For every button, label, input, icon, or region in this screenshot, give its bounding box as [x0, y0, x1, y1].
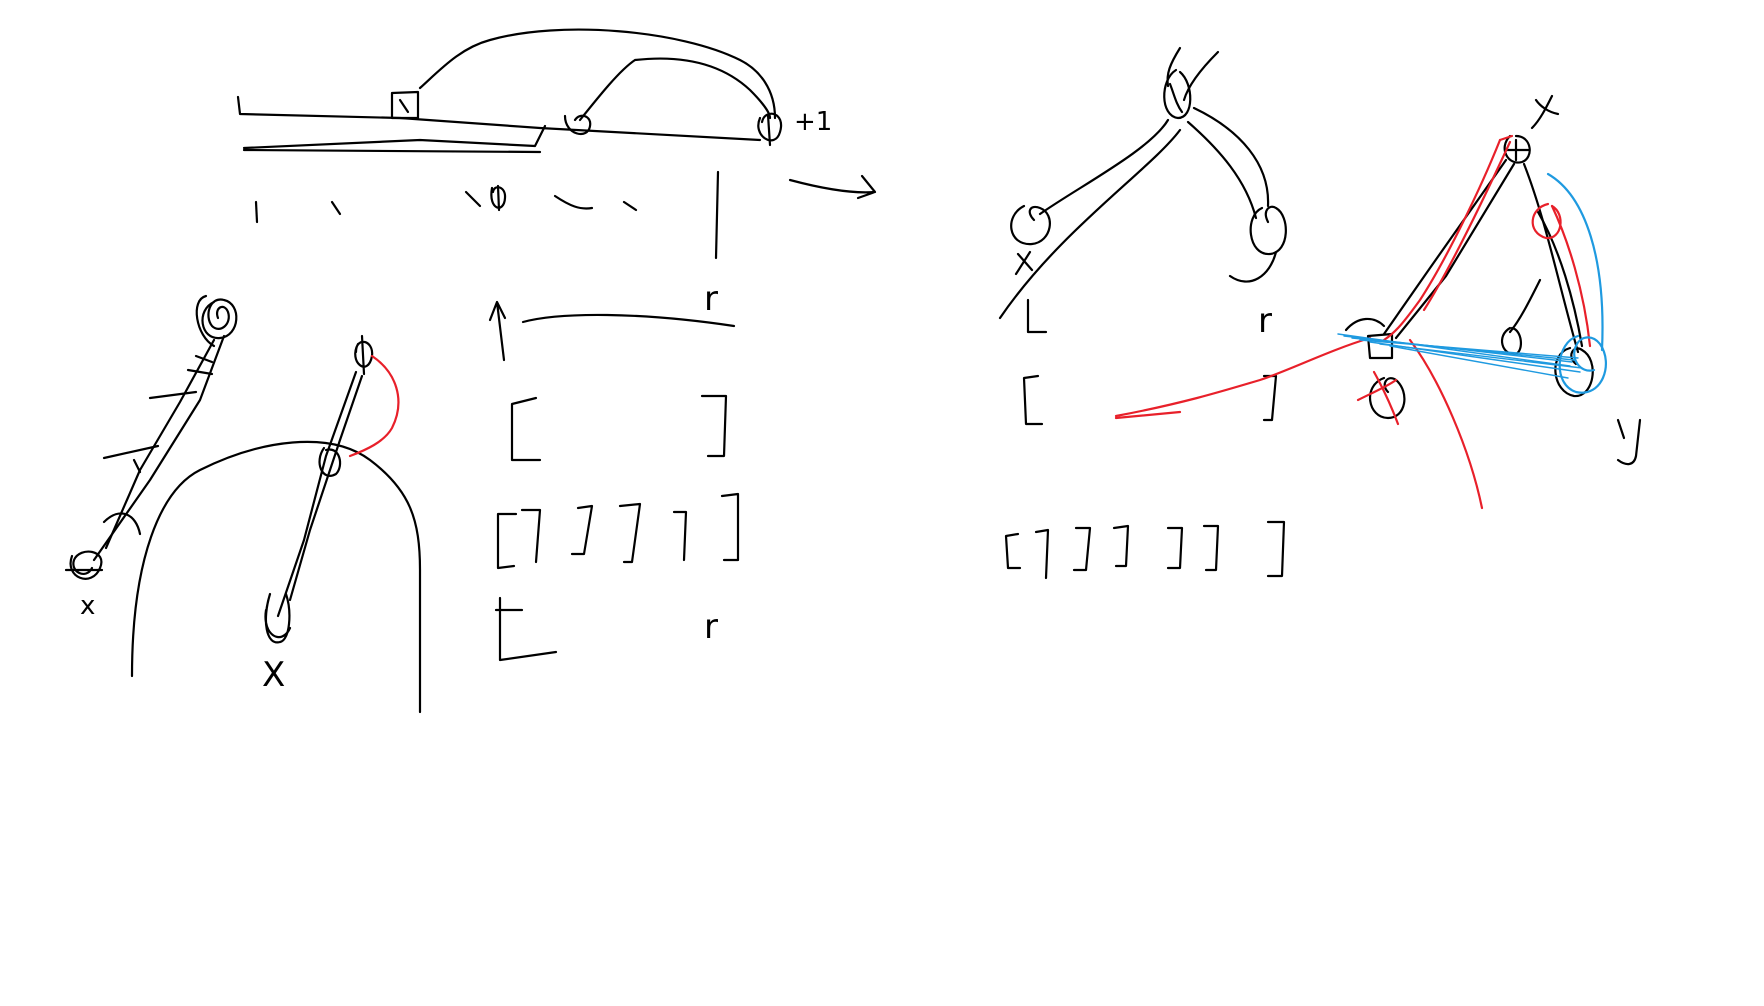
rot-left-square — [1344, 317, 1394, 360]
rot-right-edge-b — [1536, 210, 1584, 348]
mid-bracket-2a — [520, 508, 542, 564]
right-rotation-figure: y X — [1337, 94, 1642, 510]
mid-bracket-open-2 — [496, 512, 518, 570]
top-linked-structure: +1 r — [236, 28, 877, 362]
left2-chain-line-a — [288, 374, 364, 602]
rot-left-edge-a — [1382, 158, 1508, 336]
mid-bracket-2d — [672, 510, 688, 562]
right-bracket-row-2 — [1072, 526, 1092, 572]
mid-bracket-close-1 — [700, 394, 728, 458]
right-right-branch-b — [1186, 120, 1258, 220]
left1-hatch-1 — [102, 354, 214, 474]
top-tick-4 — [553, 194, 594, 210]
right-right-leaf — [1249, 205, 1287, 256]
right-bracket-row-3 — [1112, 524, 1130, 568]
mid-bracket-2e — [720, 492, 740, 562]
top-tick-node — [490, 184, 507, 212]
left2-top-node — [354, 334, 374, 376]
rot-blue-node-circle — [1558, 334, 1608, 394]
rot-red-left-edge — [1382, 138, 1502, 342]
left1-bottom-node — [64, 550, 104, 580]
rot-red-right-node — [1531, 202, 1562, 240]
rot-red-x-mark — [1356, 370, 1400, 426]
mid-up-arrow — [488, 300, 507, 362]
mid-corner-bracket — [494, 596, 558, 662]
top-inner-arc — [578, 57, 772, 122]
right-red-line-lower — [1114, 336, 1372, 418]
rot-y-label-glyph — [1616, 418, 1642, 466]
rot-blue-hatch-4 — [1359, 339, 1579, 359]
rot-lower-node — [1368, 376, 1406, 420]
top-node-square — [390, 90, 420, 120]
left-chain-1: x — [64, 294, 238, 621]
mid-bracket-2c — [618, 502, 642, 564]
right-bracket-row-1 — [1034, 528, 1050, 580]
right-bracket-open — [1022, 374, 1044, 426]
right-top-stroke-2 — [1182, 50, 1220, 102]
left2-x-label: X — [262, 655, 285, 695]
rot-blue-hatch-7 — [1389, 345, 1569, 379]
top-baseline-line-1 — [236, 95, 762, 142]
right-left-branch-b — [998, 128, 1182, 320]
rot-red-down-curve — [1408, 338, 1484, 510]
right-L-label — [1026, 298, 1048, 334]
left-chain-2: X — [130, 334, 422, 714]
left-big-arch — [130, 440, 422, 714]
right-left-branch-a — [1038, 118, 1170, 216]
top-baseline-line-2 — [242, 124, 547, 150]
top-big-arc — [418, 28, 777, 120]
right-bracket-close — [1262, 374, 1278, 422]
right-r-label: r — [1258, 301, 1272, 341]
rot-bottom-right-node — [1554, 346, 1594, 398]
rot-red-right-edge — [1550, 204, 1592, 348]
rot-red-top-hook — [1498, 134, 1514, 142]
right-top-stroke-1 — [1166, 46, 1182, 88]
right-bracket-row-close — [1266, 520, 1286, 578]
rot-inner-stroke — [1508, 278, 1542, 334]
left1-top-node-scribble — [195, 294, 238, 348]
rot-red-left-edge-2 — [1422, 140, 1512, 312]
top-tick-1 — [254, 200, 259, 224]
left1-bottom-arc — [102, 512, 142, 536]
left2-red-arc — [348, 354, 400, 458]
top-baseline-line-3 — [242, 148, 542, 154]
right-right-branch-a — [1192, 106, 1270, 208]
right-subtree: L r — [998, 46, 1372, 580]
left1-x-label: x — [80, 591, 95, 621]
right-x-mark — [1014, 250, 1034, 276]
middle-bracket-groups: r — [494, 394, 740, 662]
top-tick-2 — [330, 200, 342, 216]
left2-mid-node — [318, 446, 342, 477]
mid-horizontal-line — [521, 313, 736, 328]
top-plus-one-label: +1 — [794, 107, 832, 137]
right-right-hook — [1228, 250, 1278, 283]
rot-top-node — [1503, 134, 1531, 164]
top-tick-5 — [622, 200, 638, 212]
mid-bracket-2b — [570, 504, 594, 556]
rot-top-x-mark — [1530, 94, 1560, 130]
left2-chain-line-b — [276, 370, 358, 618]
top-node-middle — [563, 114, 592, 136]
top-vertical-line — [714, 170, 720, 260]
rot-blue-right-arc — [1546, 172, 1604, 352]
top-tick-3 — [464, 190, 482, 208]
right-bracket-row-open — [1004, 532, 1022, 570]
right-bracket-row-5 — [1202, 524, 1220, 572]
mid-r-label: r — [704, 607, 718, 647]
top-r-label: r — [704, 279, 718, 319]
right-left-leaf — [1010, 204, 1051, 246]
left2-bottom-node — [264, 592, 292, 644]
mid-bracket-open-1 — [510, 396, 542, 462]
top-arrow — [788, 174, 877, 200]
rot-right-edge-a — [1522, 162, 1580, 354]
right-red-wedge — [1114, 410, 1182, 420]
rot-blue-hatch-6 — [1379, 343, 1583, 369]
right-bracket-row-4 — [1166, 526, 1184, 570]
left1-chain-line-a — [92, 334, 226, 562]
rot-left-edge-b — [1394, 162, 1516, 340]
